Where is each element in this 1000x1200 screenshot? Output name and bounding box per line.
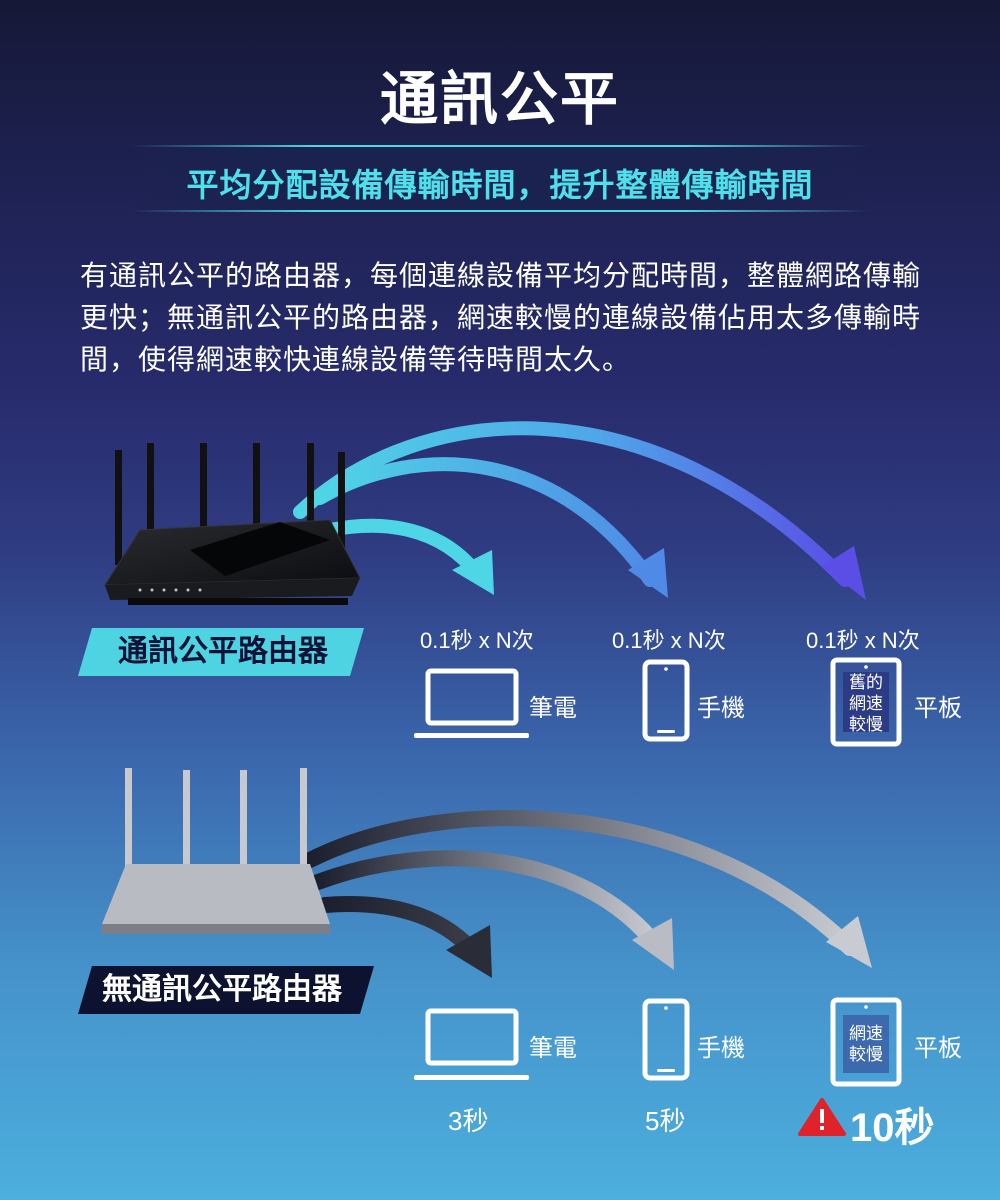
unfair-arrow-tablet (302, 810, 858, 956)
tablet-screen-line: 較慢 (849, 1045, 883, 1064)
subtitle-bottom-line (130, 210, 870, 212)
unfair-arrow-laptop (317, 896, 480, 958)
unfair-router-label: 無通訊公平路由器 (78, 966, 374, 1014)
fair-arrow-phone (313, 457, 657, 587)
tablet-screen-line: 較慢 (849, 715, 883, 734)
fair-timing-phone: 0.1秒 x N次 (612, 628, 726, 653)
unfair-arrow-phone (310, 850, 664, 953)
router-icon (104, 443, 361, 605)
laptop-icon (414, 668, 529, 738)
unfair-device-tablet-label: 平板 (914, 1035, 962, 1062)
fair-arrow-tablet-head (822, 546, 866, 600)
unfair-arrow-tablet-head (826, 916, 872, 968)
page-title: 通訊公平 (379, 67, 620, 132)
unfair-arrows (302, 810, 872, 978)
router-icon (102, 768, 330, 934)
unfair-device-phone-label: 手機 (697, 1035, 745, 1062)
page-subtitle: 平均分配設備傳輸時間，提升整體傳輸時間 (186, 167, 814, 203)
fair-device-laptop-label: 筆電 (529, 695, 577, 722)
unfair-time-phone: 5秒 (645, 1106, 686, 1136)
unfair-tablet-screen-text: 網速 較慢 (843, 1023, 889, 1065)
phone-icon (642, 659, 690, 742)
fair-timing-laptop: 0.1秒 x N次 (420, 628, 534, 653)
unfair-time-tablet: 10秒 (850, 1106, 935, 1150)
subtitle-top-line (130, 145, 870, 147)
phone-icon (642, 998, 690, 1081)
fair-arrow-laptop-head (452, 550, 494, 595)
tablet-screen-line: 舊的 (849, 673, 883, 692)
subtitle-band (130, 146, 870, 210)
unfair-device-laptop-label: 筆電 (529, 1035, 577, 1062)
fair-tablet-screen-text: 舊的 網速 較慢 (843, 672, 889, 735)
fair-arrow-laptop (323, 518, 485, 582)
laptop-icon (414, 1008, 529, 1080)
fair-arrow-phone-head (628, 548, 668, 598)
warning-icon (798, 1098, 846, 1136)
unfair-arrow-laptop-head (446, 925, 492, 978)
fair-timing-tablet: 0.1秒 x N次 (806, 628, 920, 653)
fair-device-phone-label: 手機 (697, 695, 745, 722)
fair-arrows (293, 421, 866, 600)
unfair-arrow-phone-head (632, 918, 674, 970)
fair-device-tablet-label: 平板 (914, 695, 962, 722)
unfair-time-laptop: 3秒 (448, 1106, 489, 1136)
description-text: 有通訊公平的路由器，每個連線設備平均分配時間，整體網路傳輸更快；無通訊公平的路由… (80, 260, 922, 375)
tablet-screen-line: 網速 (849, 694, 883, 713)
tablet-icon (830, 997, 902, 1087)
tablet-icon (830, 657, 902, 747)
fair-arrow-tablet (293, 421, 852, 587)
tablet-screen-line: 網速 (849, 1024, 883, 1043)
fair-router-label: 通訊公平路由器 (78, 628, 364, 676)
